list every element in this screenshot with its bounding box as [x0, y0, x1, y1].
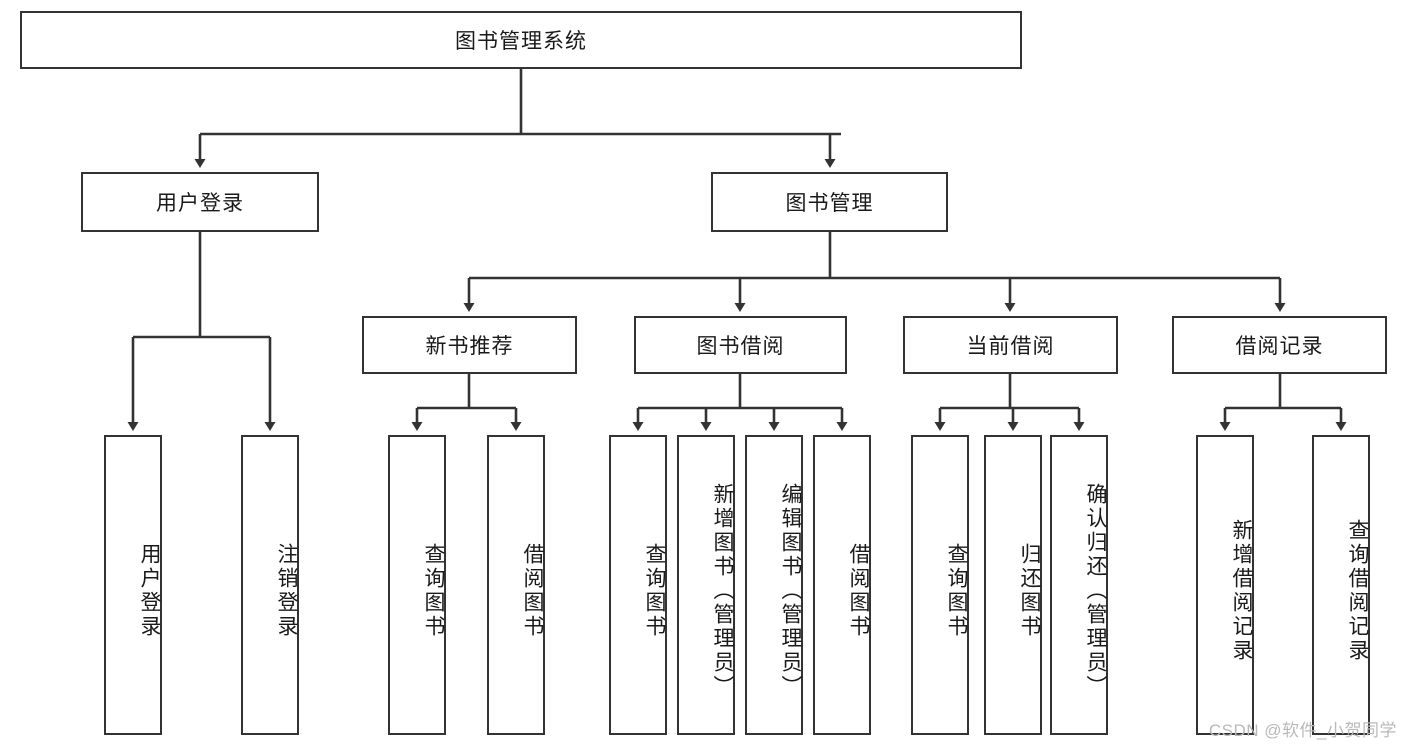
node-new-book-recommend[interactable]: 新书推荐 — [362, 316, 577, 374]
node-label: 借阅记录 — [1235, 335, 1324, 358]
node-leaf-return-book[interactable]: 归还图书 — [984, 435, 1042, 735]
node-label: 查询图书 — [945, 543, 968, 639]
node-label: 编辑图书（管理员） — [779, 483, 802, 699]
node-leaf-query-borrow-record[interactable]: 查询借阅记录 — [1312, 435, 1370, 735]
node-leaf-add-book-admin[interactable]: 新增图书（管理员） — [677, 435, 735, 735]
csdn-watermark: CSDN @软件_小贺同学 — [1208, 721, 1397, 740]
node-label: 查询图书 — [422, 543, 445, 639]
node-leaf-edit-book-admin[interactable]: 编辑图书（管理员） — [745, 435, 803, 735]
node-leaf-add-borrow-record[interactable]: 新增借阅记录 — [1196, 435, 1254, 735]
node-label: 注销登录 — [275, 543, 298, 639]
node-label: 查询图书 — [643, 543, 666, 639]
node-leaf-user-login[interactable]: 用户登录 — [104, 435, 162, 735]
node-leaf-borrow-book-2[interactable]: 借阅图书 — [813, 435, 871, 735]
node-borrow-record[interactable]: 借阅记录 — [1172, 316, 1387, 374]
node-label: 新书推荐 — [425, 335, 514, 358]
node-label: 新增借阅记录 — [1230, 519, 1253, 663]
node-label: 图书管理系统 — [455, 30, 587, 53]
node-label: 用户登录 — [156, 192, 244, 215]
node-label: 归还图书 — [1018, 543, 1041, 639]
node-book-borrow[interactable]: 图书借阅 — [634, 316, 847, 374]
node-leaf-borrow-book-1[interactable]: 借阅图书 — [487, 435, 545, 735]
node-label: 确认归还（管理员） — [1084, 483, 1107, 699]
node-book-management[interactable]: 图书管理 — [711, 172, 948, 232]
node-book-management-system[interactable]: 图书管理系统 — [20, 11, 1022, 69]
node-label: 借阅图书 — [847, 543, 870, 639]
node-leaf-confirm-return-admin[interactable]: 确认归还（管理员） — [1050, 435, 1108, 735]
node-leaf-query-book-2[interactable]: 查询图书 — [609, 435, 667, 735]
node-label: 新增图书（管理员） — [711, 483, 734, 699]
node-label: 查询借阅记录 — [1346, 519, 1369, 663]
node-leaf-query-book-1[interactable]: 查询图书 — [388, 435, 446, 735]
node-label: 图书管理 — [785, 192, 874, 215]
node-label: 图书借阅 — [696, 335, 785, 358]
node-user-login[interactable]: 用户登录 — [81, 172, 319, 232]
node-leaf-logout-login[interactable]: 注销登录 — [241, 435, 299, 735]
node-label: 用户登录 — [138, 543, 161, 639]
node-label: 借阅图书 — [521, 543, 544, 639]
node-label: 当前借阅 — [966, 335, 1055, 358]
node-leaf-query-book-3[interactable]: 查询图书 — [911, 435, 969, 735]
node-current-borrow[interactable]: 当前借阅 — [903, 316, 1118, 374]
